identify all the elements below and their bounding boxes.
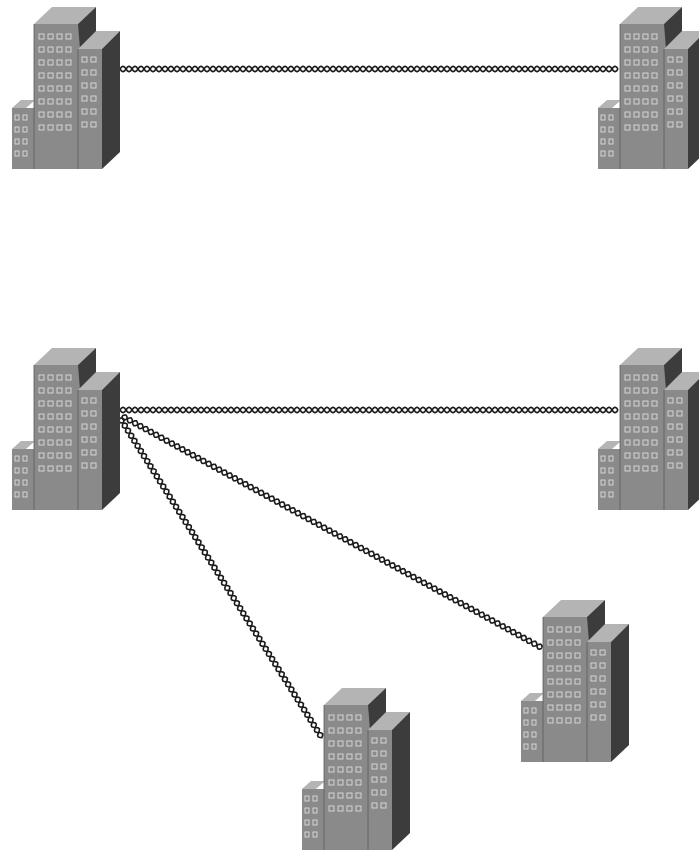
twisted-pair-cable-icon [118,417,324,739]
twisted-pair-cable-icon [121,414,543,650]
office-building-icon [521,600,629,762]
cable-layer [118,65,619,739]
twisted-pair-cable-icon [119,406,619,414]
cable-strand [119,417,324,739]
cable-strand [119,65,619,73]
office-building-icon [302,688,410,850]
cable-strand [119,406,619,414]
office-building-icon [598,7,699,169]
cable-strand [119,65,619,73]
cable-strand [119,406,619,414]
twisted-pair-cable-icon [119,65,619,73]
office-building-icon [12,348,120,510]
office-building-icon [12,7,120,169]
office-building-icon [598,348,699,510]
cable-strand [118,417,323,739]
cable-strand [121,414,543,650]
building-layer [12,7,699,850]
